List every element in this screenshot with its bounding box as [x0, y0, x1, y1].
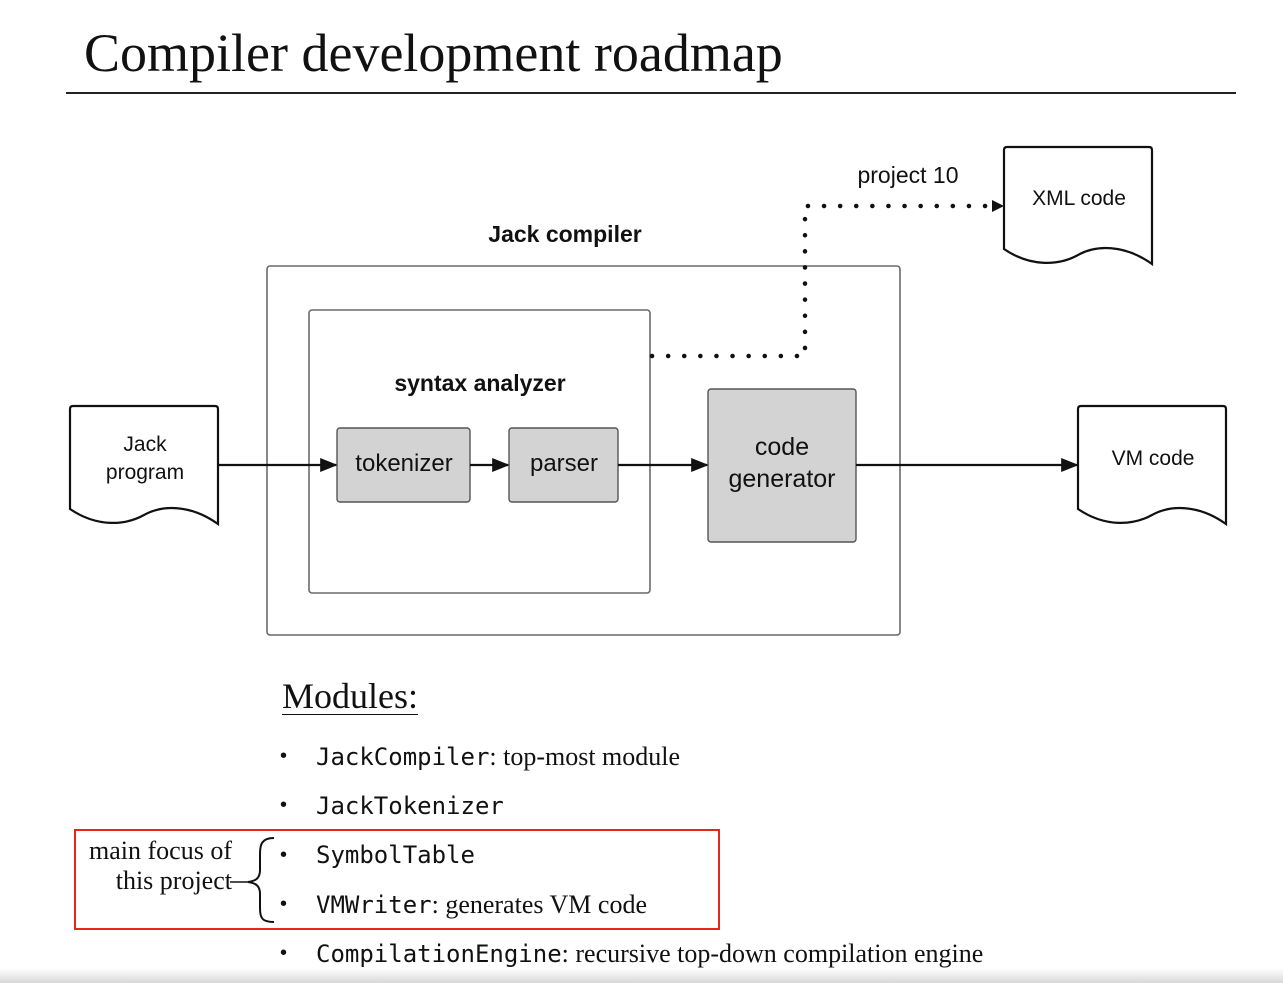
vm-code-label: VM code: [1112, 447, 1195, 470]
focus-label-line-1: main focus of: [89, 836, 232, 865]
module-list: • JackCompiler : top-most module • JackT…: [280, 732, 983, 978]
modules-heading: Modules:: [282, 676, 419, 716]
jack-program-doc: [68, 404, 220, 527]
slide-title: Compiler development roadmap: [84, 23, 783, 83]
jack-program-label-1: Jack: [123, 433, 167, 456]
compiler-diagram: Jack compiler syntax analyzer Jack progr…: [68, 145, 1228, 636]
module-name: JackTokenizer: [316, 791, 504, 820]
module-item-symboltable: • SymbolTable: [280, 831, 983, 880]
module-description: : generates VM code: [431, 889, 647, 919]
module-item-jackcompiler: • JackCompiler : top-most module: [280, 732, 983, 781]
module-name: JackCompiler: [316, 742, 490, 771]
focus-label-line-2: this project: [115, 866, 232, 895]
xml-code-doc: [1002, 145, 1154, 267]
jack-program-label-2: program: [106, 461, 184, 484]
module-name: VMWriter: [316, 890, 432, 919]
code-generator-label-2: generator: [728, 465, 835, 493]
xml-code-label: XML code: [1032, 187, 1126, 210]
module-description: : top-most module: [489, 741, 681, 771]
bullet-icon: •: [280, 942, 288, 965]
module-description: : recursive top-down compilation engine: [561, 938, 984, 968]
code-generator-label-1: code: [755, 433, 809, 461]
module-item-vmwriter: • VMWriter : generates VM code: [280, 880, 983, 929]
focus-highlight-box: [74, 829, 720, 930]
bottom-fade: [0, 968, 1283, 983]
bullet-icon: •: [280, 794, 288, 817]
parser-label: parser: [530, 450, 598, 477]
dotted-arrowhead: [992, 200, 1004, 212]
bullet-icon: •: [280, 745, 288, 768]
bullet-icon: •: [280, 843, 288, 866]
syntax-analyzer-box: [308, 309, 651, 594]
focus-label: main focus of this project: [76, 836, 232, 896]
module-item-compilationengine: • CompilationEngine : recursive top-down…: [280, 929, 983, 978]
jack-compiler-label: Jack compiler: [488, 221, 641, 247]
module-name: SymbolTable: [316, 841, 475, 870]
project-10-label: project 10: [857, 162, 958, 188]
bullet-icon: •: [280, 893, 288, 916]
syntax-analyzer-label: syntax analyzer: [394, 370, 565, 396]
tokenizer-label: tokenizer: [355, 450, 452, 477]
vm-code-doc: [1076, 404, 1228, 527]
module-name: CompilationEngine: [316, 939, 562, 968]
module-item-jacktokenizer: • JackTokenizer: [280, 781, 983, 830]
curly-brace-icon: [230, 837, 275, 923]
title-underline: [66, 92, 1236, 94]
